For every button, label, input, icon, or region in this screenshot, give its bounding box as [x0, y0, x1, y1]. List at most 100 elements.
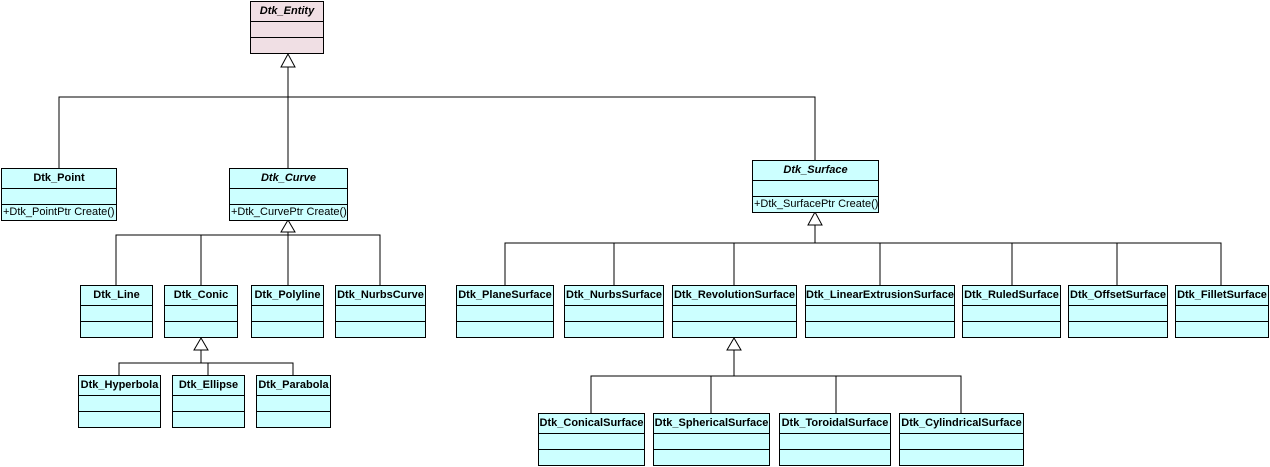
- attributes-compartment: [165, 306, 237, 322]
- operations-compartment: [81, 322, 152, 336]
- operations-compartment: [780, 450, 890, 464]
- attributes-compartment: [230, 189, 347, 205]
- operations-compartment: [900, 450, 1023, 464]
- class-dtk-line[interactable]: Dtk_Line: [80, 285, 153, 338]
- operations-compartment: [173, 412, 244, 426]
- generalization-conic: [118, 337, 294, 375]
- attributes-compartment: [336, 306, 425, 322]
- class-dtk-parabola[interactable]: Dtk_Parabola: [256, 375, 331, 428]
- attributes-compartment: [806, 306, 954, 322]
- class-name: Dtk_RevolutionSurface: [673, 286, 796, 306]
- class-dtk-conicalsurface[interactable]: Dtk_ConicalSurface: [538, 413, 645, 466]
- edge-entity-point: [58, 96, 288, 168]
- class-name: Dtk_Curve: [230, 169, 347, 189]
- generalization-entity: [58, 52, 816, 168]
- operations-compartment: [336, 322, 425, 336]
- class-name: Dtk_Surface: [753, 161, 878, 181]
- attributes-compartment: [251, 22, 323, 38]
- class-name: Dtk_RuledSurface: [963, 286, 1060, 306]
- attributes-compartment: [1176, 306, 1268, 322]
- generalization-arrow: [807, 210, 823, 226]
- class-name: Dtk_OffsetSurface: [1069, 286, 1167, 306]
- edge-surface-bar: [504, 242, 1222, 285]
- class-dtk-cylindricalsurface[interactable]: Dtk_CylindricalSurface: [899, 413, 1024, 466]
- operations-compartment: [251, 38, 323, 52]
- operations-compartment: [963, 322, 1060, 336]
- generalization-arrow: [280, 52, 296, 68]
- operations-compartment: [1176, 322, 1268, 336]
- attributes-compartment: [173, 396, 244, 412]
- attributes-compartment: [900, 434, 1023, 450]
- class-dtk-point[interactable]: Dtk_Point +Dtk_PointPtr Create(): [1, 168, 117, 221]
- attributes-compartment: [565, 306, 663, 322]
- attributes-compartment: [257, 396, 330, 412]
- operations-compartment: +Dtk_PointPtr Create(): [3, 206, 115, 218]
- attributes-compartment: [780, 434, 890, 450]
- class-dtk-conic[interactable]: Dtk_Conic: [164, 285, 238, 338]
- class-dtk-ruledsurface[interactable]: Dtk_RuledSurface: [962, 285, 1061, 338]
- class-name: Dtk_ConicalSurface: [539, 414, 644, 434]
- operations-compartment: +Dtk_CurvePtr Create(): [231, 206, 347, 218]
- class-name: Dtk_Parabola: [257, 376, 330, 396]
- class-dtk-toroidalsurface[interactable]: Dtk_ToroidalSurface: [779, 413, 891, 466]
- class-dtk-nurbssurface[interactable]: Dtk_NurbsSurface: [564, 285, 664, 338]
- class-name: Dtk_Conic: [165, 286, 237, 306]
- class-dtk-revolutionsurface[interactable]: Dtk_RevolutionSurface: [672, 285, 797, 338]
- generalization-surface: [504, 210, 1222, 285]
- class-name: Dtk_Ellipse: [173, 376, 244, 396]
- attributes-compartment: [79, 396, 160, 412]
- operations-compartment: [79, 412, 160, 426]
- operations-compartment: [1069, 322, 1167, 336]
- class-name: Dtk_NurbsCurve: [336, 286, 425, 306]
- operations-compartment: [165, 322, 237, 336]
- generalization-arrow: [726, 337, 742, 351]
- generalization-arrow: [193, 337, 209, 351]
- class-name: Dtk_NurbsSurface: [565, 286, 663, 306]
- attributes-compartment: [753, 181, 878, 197]
- class-dtk-nurbscurve[interactable]: Dtk_NurbsCurve: [335, 285, 426, 338]
- attributes-compartment: [1069, 306, 1167, 322]
- attributes-compartment: [963, 306, 1060, 322]
- operations-compartment: [806, 322, 954, 336]
- operations-compartment: [654, 450, 769, 464]
- edge-revolution-bar: [590, 375, 962, 413]
- operations-compartment: [257, 412, 330, 426]
- class-name: Dtk_Hyperbola: [79, 376, 160, 396]
- class-dtk-hyperbola[interactable]: Dtk_Hyperbola: [78, 375, 161, 428]
- class-name: Dtk_LinearExtrusionSurface: [806, 286, 954, 306]
- class-dtk-sphericalsurface[interactable]: Dtk_SphericalSurface: [653, 413, 770, 466]
- class-dtk-planesurface[interactable]: Dtk_PlaneSurface: [456, 285, 554, 338]
- attributes-compartment: [457, 306, 553, 322]
- class-name: Dtk_Point: [2, 169, 116, 189]
- class-dtk-linearextrusionsurface[interactable]: Dtk_LinearExtrusionSurface: [805, 285, 955, 338]
- operations-compartment: [252, 322, 323, 336]
- attributes-compartment: [81, 306, 152, 322]
- edge-conic-hyperbola: [118, 362, 294, 375]
- attributes-compartment: [539, 434, 644, 450]
- operations-compartment: [673, 322, 796, 336]
- generalization-arrow: [280, 219, 296, 233]
- operations-compartment: +Dtk_SurfacePtr Create(): [754, 198, 879, 210]
- attributes-compartment: [2, 189, 116, 205]
- class-dtk-entity[interactable]: Dtk_Entity: [250, 1, 324, 54]
- class-name: Dtk_FilletSurface: [1176, 286, 1268, 306]
- class-dtk-ellipse[interactable]: Dtk_Ellipse: [172, 375, 245, 428]
- edge-entity-surface: [288, 96, 816, 160]
- class-dtk-offsetsurface[interactable]: Dtk_OffsetSurface: [1068, 285, 1168, 338]
- class-name: Dtk_Polyline: [252, 286, 323, 306]
- class-name: Dtk_Entity: [251, 2, 323, 22]
- class-name: Dtk_PlaneSurface: [457, 286, 553, 306]
- class-dtk-surface[interactable]: Dtk_Surface +Dtk_SurfacePtr Create(): [752, 160, 879, 213]
- class-dtk-polyline[interactable]: Dtk_Polyline: [251, 285, 324, 338]
- operations-compartment: [539, 450, 644, 464]
- class-dtk-curve[interactable]: Dtk_Curve +Dtk_CurvePtr Create(): [229, 168, 348, 221]
- operations-compartment: [457, 322, 553, 336]
- class-name: Dtk_ToroidalSurface: [780, 414, 890, 434]
- generalization-curve: [115, 219, 381, 285]
- class-name: Dtk_SphericalSurface: [654, 414, 769, 434]
- edge-curve-line: [115, 234, 381, 285]
- operations-compartment: [565, 322, 663, 336]
- attributes-compartment: [654, 434, 769, 450]
- class-dtk-filletsurface[interactable]: Dtk_FilletSurface: [1175, 285, 1269, 338]
